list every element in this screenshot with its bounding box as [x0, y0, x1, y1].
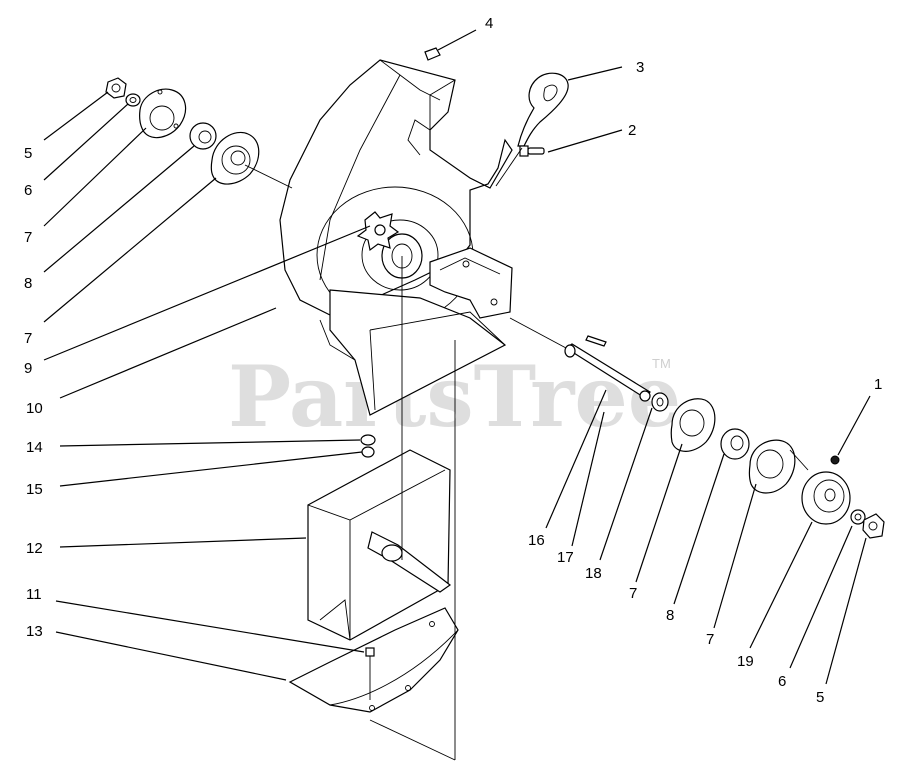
callout-18: 18	[585, 565, 602, 582]
callout-17: 17	[557, 549, 574, 566]
callout-7-right-a: 7	[629, 585, 637, 602]
left-bearing-stack	[105, 77, 260, 185]
callout-7-right-b: 7	[706, 631, 714, 648]
leader-lines	[43, 29, 871, 685]
callout-6-left: 6	[24, 182, 32, 199]
watermark-trademark: TM	[652, 356, 671, 371]
callout-12: 12	[26, 540, 43, 557]
assembly-centerlines	[244, 79, 809, 761]
callout-14: 14	[26, 439, 43, 456]
callout-9: 9	[24, 360, 32, 377]
callout-4: 4	[485, 15, 493, 32]
callout-7-left-a: 7	[24, 229, 32, 246]
callout-2: 2	[628, 122, 636, 139]
callout-1: 1	[874, 376, 882, 393]
callout-13: 13	[26, 623, 43, 640]
callout-16: 16	[528, 532, 545, 549]
right-bearing-stack	[564, 335, 885, 539]
callout-8-right: 8	[666, 607, 674, 624]
callout-8-left: 8	[24, 275, 32, 292]
callout-10: 10	[26, 400, 43, 417]
chute-assembly	[288, 434, 459, 713]
callout-7-left-b: 7	[24, 330, 32, 347]
callout-5-left: 5	[24, 145, 32, 162]
callout-3: 3	[636, 59, 644, 76]
callout-15: 15	[26, 481, 43, 498]
callout-5-right: 5	[816, 689, 824, 706]
callout-11: 11	[26, 586, 42, 603]
callout-6-right: 6	[778, 673, 786, 690]
callout-19: 19	[737, 653, 754, 670]
callout-labels: 1 2 3 4 5 6 7 8 7 9 10 14 15 12 11 13 16…	[24, 15, 882, 706]
